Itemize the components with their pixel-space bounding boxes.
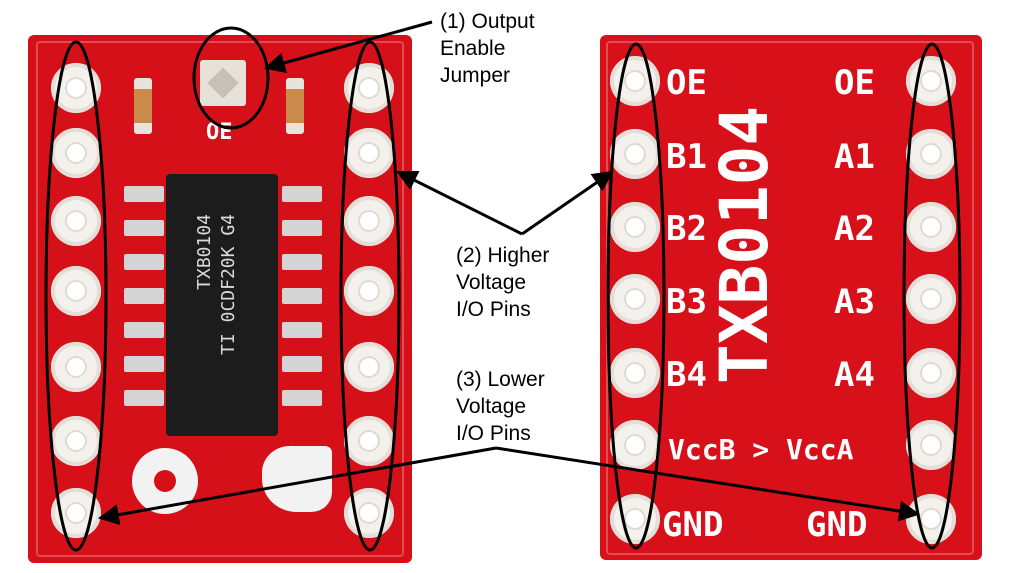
resistor [134, 78, 152, 134]
silk-label-b3: B3 [666, 282, 707, 322]
pin-pad [51, 196, 101, 246]
txb0104-ic-chip: TI 0CDF20K G4 TXB0104 [166, 174, 278, 436]
pin-pad [610, 274, 660, 324]
pin-pad [344, 128, 394, 178]
annotation-lower-voltage: (3) Lower Voltage I/O Pins [456, 366, 545, 447]
chip-leg [282, 390, 322, 406]
output-enable-jumper [200, 60, 246, 106]
pin-pad [51, 416, 101, 466]
resistor [286, 78, 304, 134]
annotation-line: (1) Output [440, 10, 535, 33]
silk-label-gnd-right: GND [806, 505, 868, 545]
annotation-output-enable: (1) Output Enable Jumper [440, 8, 535, 89]
chip-leg [124, 186, 164, 202]
pin-pad [906, 202, 956, 252]
silk-label-a1: A1 [834, 137, 875, 177]
pin-pad [906, 274, 956, 324]
pin-pad [610, 202, 660, 252]
arrow-to-lower-left [97, 446, 497, 526]
vcc-relation-label: VccB > VccA [668, 433, 854, 466]
arrow-to-jumper [263, 20, 433, 74]
chip-leg [124, 220, 164, 236]
arrow-to-lower-right [495, 446, 921, 522]
pin-pad [51, 266, 101, 316]
annotation-line: Voltage [456, 271, 527, 294]
chip-leg [282, 186, 322, 202]
chip-leg [124, 288, 164, 304]
pin-pad [344, 266, 394, 316]
pin-pad [906, 348, 956, 398]
annotation-line: I/O Pins [456, 422, 531, 445]
right-board-right-pins-ellipse [902, 42, 962, 550]
pin-pad [344, 342, 394, 392]
silk-label-gnd-left: GND [662, 505, 724, 545]
chip-leg [282, 254, 322, 270]
chip-leg [282, 322, 322, 338]
pin-pad [51, 128, 101, 178]
chip-leg [124, 254, 164, 270]
chip-leg [282, 220, 322, 236]
silk-label-b4: B4 [666, 355, 707, 395]
chip-leg [124, 356, 164, 372]
chip-leg [124, 390, 164, 406]
jumper-highlight-ellipse [192, 26, 270, 130]
annotation-line: Voltage [456, 395, 527, 418]
pin-pad [344, 196, 394, 246]
pin-pad [344, 416, 394, 466]
pin-pad [610, 348, 660, 398]
pin-pad [610, 420, 660, 470]
silk-label-b2: B2 [666, 209, 707, 249]
arrow-to-higher-right [521, 170, 614, 236]
left-board-right-pins-ellipse [339, 40, 401, 552]
pin-pad [906, 129, 956, 179]
silk-label-a4: A4 [834, 355, 875, 395]
annotation-higher-voltage: (2) Higher Voltage I/O Pins [456, 242, 549, 323]
silk-label-oe-right: OE [834, 63, 875, 103]
annotation-line: I/O Pins [456, 298, 531, 321]
board-outline [36, 41, 404, 557]
arrow-to-higher-left [396, 170, 523, 236]
chip-leg [282, 288, 322, 304]
chip-leg [124, 322, 164, 338]
pin-pad [906, 420, 956, 470]
silk-label-a2: A2 [834, 209, 875, 249]
annotation-line: (2) Higher [456, 244, 550, 267]
left-board-left-pins-ellipse [44, 40, 108, 552]
right-board-left-pins-ellipse [606, 42, 666, 550]
annotation-line: Jumper [440, 64, 511, 87]
pin-pad [610, 129, 660, 179]
silk-label-a3: A3 [834, 282, 875, 322]
silk-label-oe-left: OE [666, 63, 707, 103]
annotation-line: Enable [440, 37, 506, 60]
annotation-line: (3) Lower [456, 368, 545, 391]
silk-label-b1: B1 [666, 137, 707, 177]
pin-pad [51, 342, 101, 392]
chip-leg [282, 356, 322, 372]
